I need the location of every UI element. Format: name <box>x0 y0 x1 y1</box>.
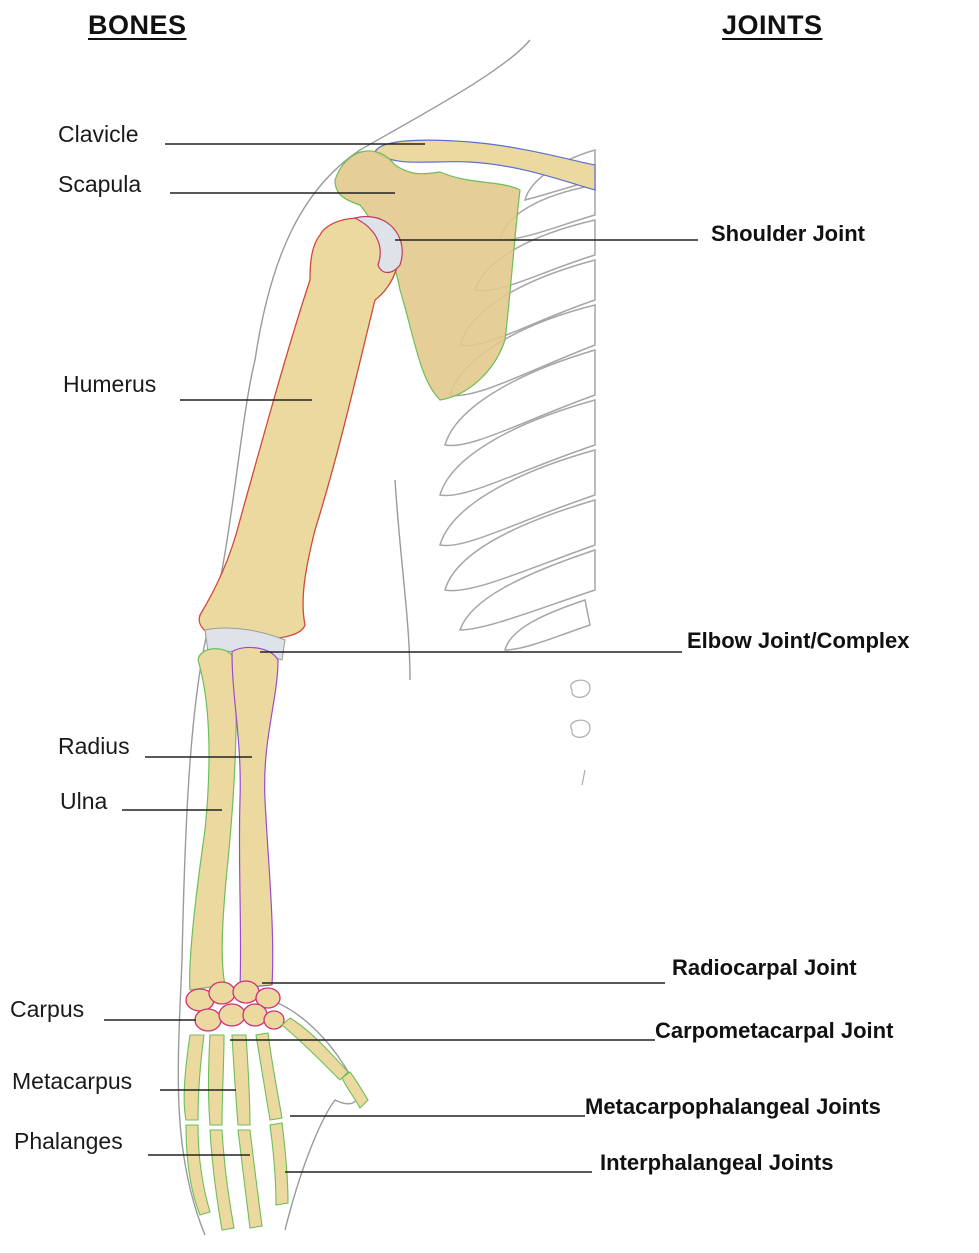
radiocarpal-joint-label: Radiocarpal Joint <box>672 957 857 979</box>
humerus-label: Humerus <box>63 373 156 396</box>
bones-heading: BONES <box>88 10 187 41</box>
radius-label: Radius <box>58 735 130 758</box>
hand-bones <box>184 1018 368 1230</box>
interphalangeal-joints-label: Interphalangeal Joints <box>600 1152 834 1174</box>
arm-outline-inner <box>395 480 410 680</box>
carpometacarpal-joint-label: Carpometacarpal Joint <box>655 1020 893 1042</box>
phalanges-label: Phalanges <box>14 1130 123 1153</box>
metacarpus-label: Metacarpus <box>12 1070 132 1093</box>
carpus-label: Carpus <box>10 998 84 1021</box>
carpal-bones <box>186 981 284 1031</box>
elbow-joint-label: Elbow Joint/Complex <box>687 630 909 652</box>
radius-bone <box>232 647 278 988</box>
metacarpophalangeal-joints-label: Metacarpophalangeal Joints <box>585 1096 881 1118</box>
humerus-bone <box>199 218 399 640</box>
ulna-label: Ulna <box>60 790 107 813</box>
shoulder-joint-label: Shoulder Joint <box>711 223 865 245</box>
vertebrae <box>571 680 590 785</box>
scapula-label: Scapula <box>58 173 141 196</box>
joints-heading: JOINTS <box>722 10 823 41</box>
clavicle-label: Clavicle <box>58 123 139 146</box>
